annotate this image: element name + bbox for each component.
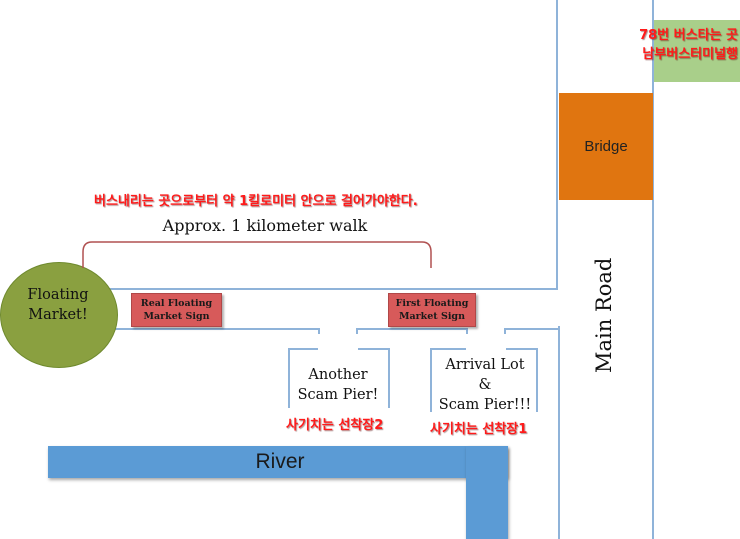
bus-stop-line2: 남부버스터미널행 bbox=[642, 47, 738, 62]
side-road-lower-seg1 bbox=[106, 328, 318, 330]
river-vertical bbox=[466, 446, 508, 539]
real-floating-market-sign: Real Floating Market Sign bbox=[131, 293, 222, 327]
pier1-top-left-h bbox=[430, 348, 466, 350]
another-pier-korean: 사기치는 선착장2 bbox=[286, 418, 384, 433]
river-text: River bbox=[255, 450, 305, 473]
floating-market-label: Floating Market! bbox=[4, 285, 112, 325]
first-sign-line2: Market Sign bbox=[398, 311, 465, 322]
pier2-left-top bbox=[318, 328, 320, 334]
floating-market-line2: Market! bbox=[28, 307, 88, 323]
bridge: Bridge bbox=[559, 93, 653, 200]
floating-market-line1: Floating bbox=[27, 287, 89, 303]
another-scam-pier-label: Another Scam Pier! bbox=[282, 365, 394, 405]
pier1-left-v bbox=[430, 348, 432, 412]
side-road-upper bbox=[100, 288, 558, 290]
pier1-right-v bbox=[536, 348, 538, 412]
pier1-top-right-h bbox=[506, 348, 536, 350]
pier2-right-v bbox=[388, 348, 390, 408]
main-road-right-edge bbox=[652, 0, 654, 539]
first-floating-market-sign: First Floating Market Sign bbox=[388, 293, 476, 327]
real-sign-line1: Real Floating bbox=[140, 298, 213, 309]
main-road-label: Main Road bbox=[592, 258, 618, 373]
another-pier-line2: Scam Pier! bbox=[297, 387, 379, 403]
arrival-lot-line1: Arrival Lot bbox=[445, 357, 525, 373]
arrival-lot-line3: Scam Pier!!! bbox=[438, 397, 532, 413]
side-road-lower-seg3 bbox=[504, 328, 560, 330]
bus-stop-korean: 78번 버스타는 곳 남부버스터미널행 bbox=[630, 26, 738, 64]
pier2-right-top bbox=[356, 328, 358, 334]
walk-note: Approx. 1 kilometer walk bbox=[162, 216, 368, 235]
river-horizontal bbox=[48, 446, 508, 478]
floating-market-circle bbox=[0, 262, 118, 368]
river-label: River bbox=[220, 450, 340, 474]
main-road-left-edge-lower bbox=[558, 326, 560, 539]
side-road-lower-seg2 bbox=[356, 328, 466, 330]
bus-stop-area bbox=[652, 20, 740, 82]
another-pier-line1: Another bbox=[308, 367, 368, 383]
pier1-right-top bbox=[504, 328, 506, 334]
walk-bracket bbox=[82, 240, 432, 268]
bridge-label: Bridge bbox=[584, 138, 628, 155]
main-road-left-edge bbox=[556, 0, 558, 290]
arrival-lot-korean: 사기치는 선착장1 bbox=[430, 422, 528, 437]
pier2-top-left-h bbox=[288, 348, 318, 350]
walk-note-korean: 버스내리는 곳으로부터 약 1킬로미터 안으로 걸어가야한다. bbox=[94, 194, 418, 209]
pier1-left-top bbox=[466, 328, 468, 334]
bus-stop-line1: 78번 버스타는 곳 bbox=[639, 28, 738, 43]
main-road-text: Main Road bbox=[592, 257, 616, 373]
arrival-lot-line2: & bbox=[478, 377, 492, 393]
pier2-left-v bbox=[288, 348, 290, 408]
arrival-lot-label: Arrival Lot & Scam Pier!!! bbox=[428, 355, 542, 415]
first-sign-line1: First Floating bbox=[395, 298, 469, 309]
real-sign-line2: Market Sign bbox=[143, 311, 210, 322]
pier2-top-right-h bbox=[358, 348, 388, 350]
